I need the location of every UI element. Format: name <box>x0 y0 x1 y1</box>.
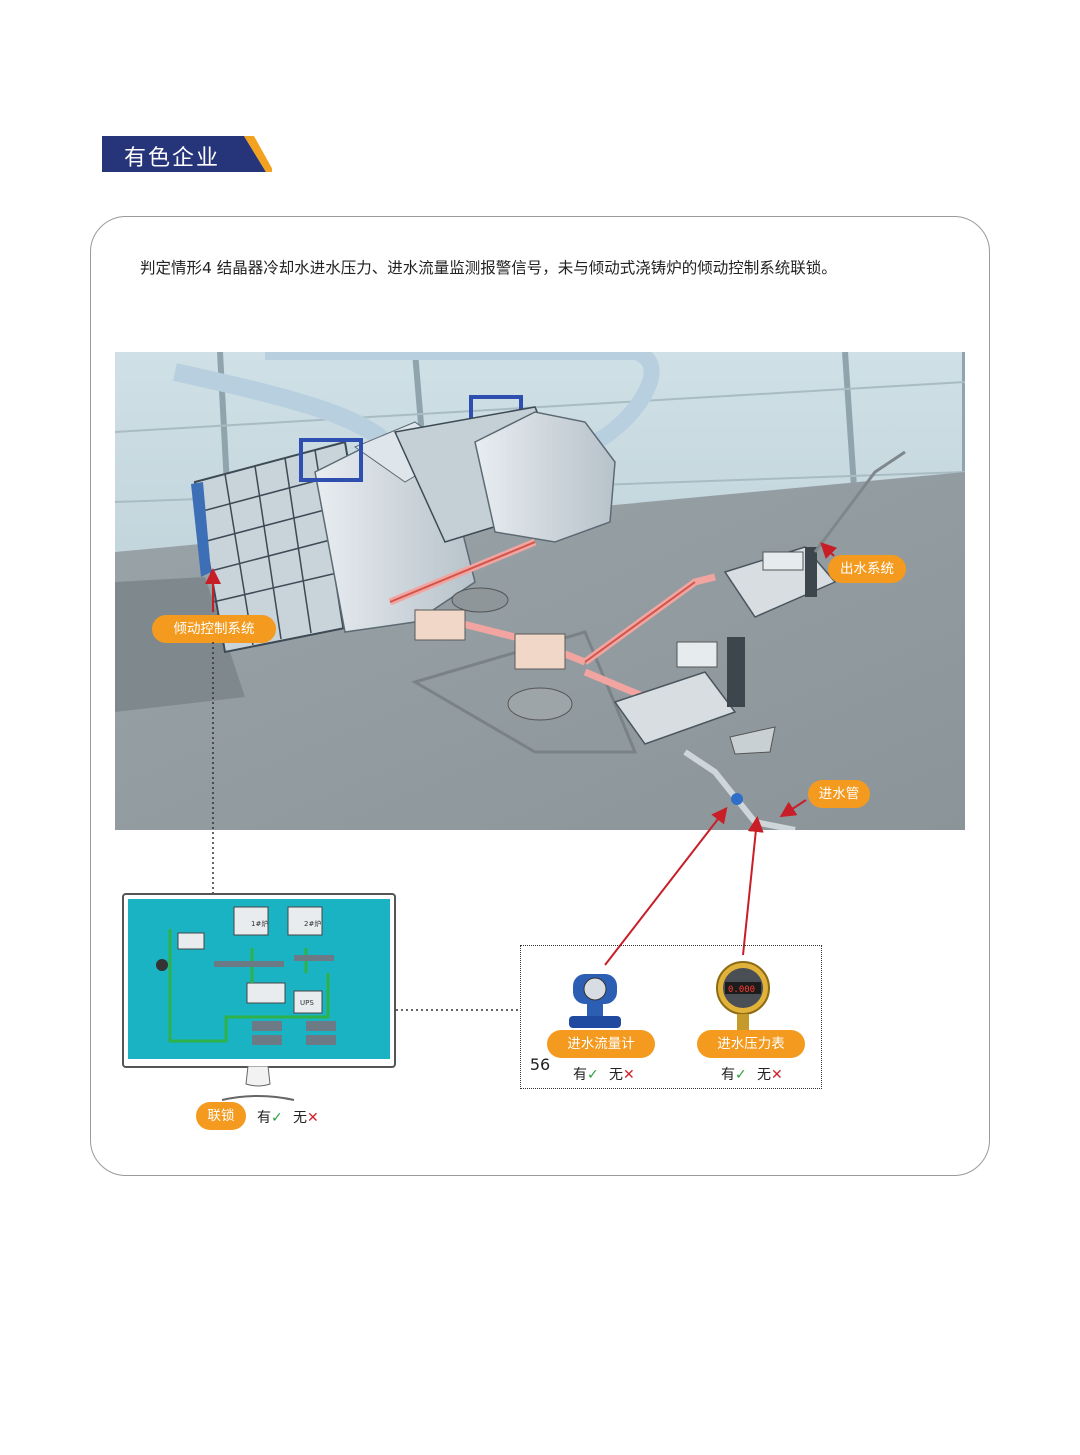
pressure-gauge-label: 进水压力表 <box>697 1030 805 1058</box>
furnace-right <box>393 406 616 543</box>
monitor-stand <box>221 1066 295 1101</box>
interlock-label: 联锁 <box>196 1102 246 1130</box>
sensors-panel <box>520 945 822 1089</box>
pressure-gauge-icon: 0.000 <box>716 961 770 1032</box>
interlock-no: 无✕ <box>293 1110 319 1126</box>
outlet-arrow <box>820 542 838 560</box>
section-title: 有色企业 <box>124 146 221 171</box>
monitor-furnace2-text: 2#炉 <box>304 919 321 928</box>
flowmeter-yes: 有✓ <box>573 1067 599 1083</box>
water-inlet-pipe-label: 进水管 <box>808 780 870 808</box>
pressure-gauge-yes: 有✓ <box>721 1067 747 1083</box>
tilt-control-label: 倾动控制系统 <box>152 615 276 643</box>
situation-description: 判定情形4 结晶器冷却水进水压力、进水流量监测报警信号，未与倾动式浇铸炉的倾动控… <box>140 259 837 277</box>
section-tag-shape <box>102 136 272 172</box>
casting-machine-upper <box>723 546 837 618</box>
casting-machine-lower <box>613 637 776 755</box>
flowmeter-no: 无✕ <box>609 1067 635 1083</box>
inlet-pipe-arrow <box>779 799 807 818</box>
flowmeter-icon <box>569 974 621 1028</box>
page-number: 56 <box>529 1055 551 1074</box>
water-outlet-label: 出水系统 <box>828 555 906 583</box>
furnace-scene-illustration <box>115 352 965 830</box>
pressure-gauge-arrow <box>742 816 764 956</box>
content-frame <box>90 216 990 1176</box>
section-tag: 有色企业 <box>102 136 272 172</box>
monitor-ups-text: UPS <box>300 999 314 1007</box>
control-monitor: 1#炉 2#炉 UPS <box>122 893 396 1068</box>
monitor-furnace1-text: 1#炉 <box>251 919 268 928</box>
interlock-yes: 有✓ <box>257 1110 283 1126</box>
pressure-gauge-no: 无✕ <box>757 1067 783 1083</box>
flowmeter-label: 进水流量计 <box>547 1030 655 1058</box>
flowmeter-arrow <box>604 806 728 966</box>
gauge-readout: 0.000 <box>728 985 755 995</box>
